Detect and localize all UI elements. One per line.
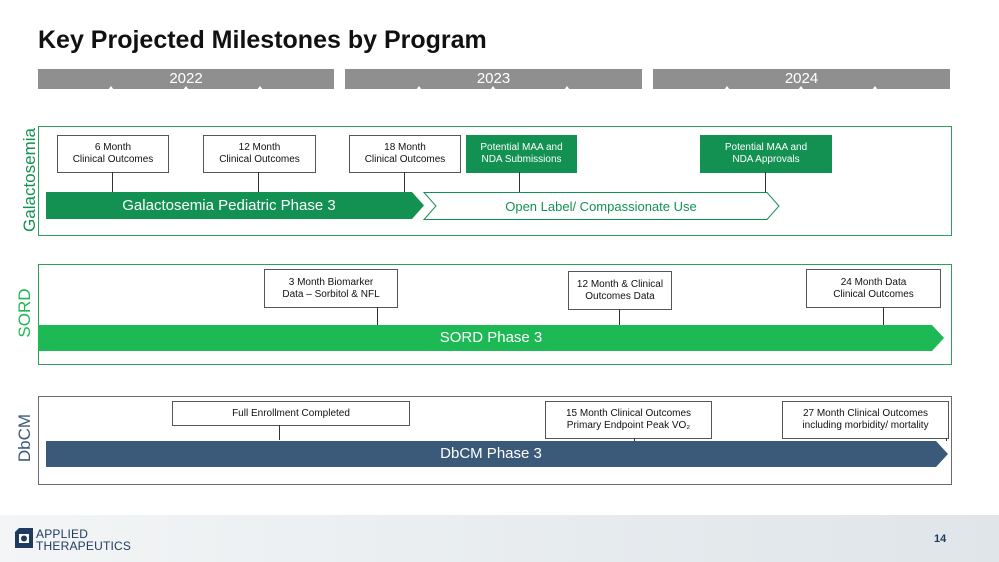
year-bar-2024: 2024 [653, 69, 950, 89]
quarter-tick [872, 86, 878, 90]
quarter-tick [108, 86, 114, 90]
dbcm-phase-label: DbCM Phase 3 [440, 445, 542, 462]
year-bar-2022: 2022 [38, 69, 334, 89]
sord-phase-arrow [38, 325, 944, 351]
applied-therapeutics-logo-icon [15, 528, 33, 548]
quarter-tick [416, 86, 422, 90]
quarter-tick [564, 86, 570, 90]
quarter-tick [724, 86, 730, 90]
page-title: Key Projected Milestones by Program [38, 26, 487, 54]
quarter-tick [490, 86, 496, 90]
milestone-connector [883, 307, 884, 325]
quarter-tick [183, 86, 189, 90]
galactosemia-phase-arrow [46, 192, 424, 219]
quarter-tick [798, 86, 804, 90]
open-label-text: Open Label/ Compassionate Use [505, 199, 697, 214]
milestone-connector [404, 172, 405, 192]
company-logo-text: APPLIED THERAPEUTICS [36, 527, 132, 553]
galactosemia-phase-label: Galactosemia Pediatric Phase 3 [122, 197, 336, 214]
dbcm-phase-arrow [46, 441, 948, 467]
page-number: 14 [934, 533, 947, 545]
sord-row-label: SORD [15, 288, 34, 338]
milestone-connector [112, 172, 113, 192]
milestone-connector [258, 172, 259, 192]
milestone-connector [619, 309, 620, 325]
milestone-connector [519, 172, 520, 192]
dbcm-row-label: DbCM [15, 413, 34, 463]
galactosemia-row-label: Galactosemia [20, 128, 39, 232]
milestone-connector [634, 438, 635, 441]
milestone-connector [279, 425, 280, 440]
open-label-arrow [423, 192, 780, 220]
milestone-connector [946, 438, 947, 441]
milestone-connector [377, 307, 378, 325]
milestone-box: Full Enrollment Completed [172, 401, 410, 426]
footer-bar [0, 515, 999, 562]
year-bar-2023: 2023 [345, 69, 642, 89]
sord-phase-label: SORD Phase 3 [439, 329, 543, 346]
quarter-tick [257, 86, 263, 90]
milestone-connector [765, 172, 766, 192]
